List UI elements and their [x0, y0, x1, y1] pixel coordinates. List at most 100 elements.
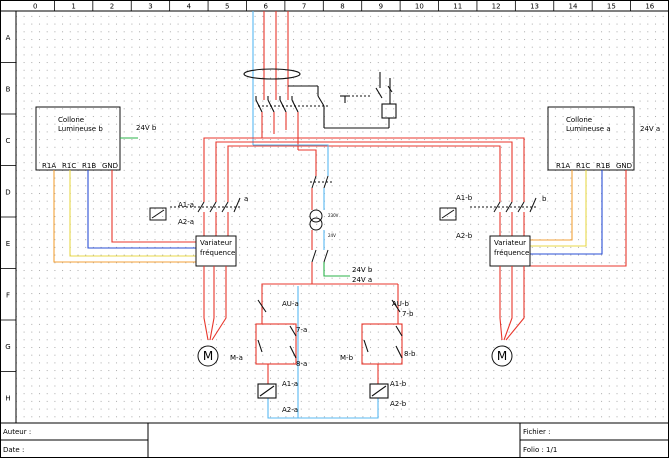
- row-labels: A B C D E F G H: [5, 34, 10, 403]
- column-label: 13: [530, 3, 539, 11]
- row-label: A: [6, 34, 11, 42]
- column-a-terminal: R1B: [596, 162, 610, 170]
- label-m-a: M-a: [230, 354, 243, 362]
- row-label: F: [6, 291, 10, 299]
- control-circuit-a: [255, 283, 312, 419]
- column-a-supply: 24V a: [640, 125, 660, 133]
- folio-label: Folio : 1/1: [523, 446, 557, 454]
- label-a2a-top: A2-a: [178, 218, 194, 226]
- label-au-b: AU-b: [392, 300, 409, 308]
- label-transformer-primary: 230V: [328, 213, 339, 218]
- row-label: E: [6, 240, 10, 248]
- motor-a-symbol: M: [203, 349, 213, 363]
- vfd-a: [195, 235, 237, 267]
- label-8b: 8-b: [404, 350, 416, 358]
- label-m-b: M-b: [340, 354, 354, 362]
- title-block-text: Auteur : Date : Fichier : Folio : 1/1: [3, 428, 557, 454]
- column-label: 5: [225, 3, 229, 11]
- file-label: Fichier :: [523, 428, 550, 436]
- column-b-supply: 24V b: [136, 124, 157, 132]
- motor-b-wiring: [499, 266, 525, 341]
- transformer: [309, 175, 332, 263]
- column-label: 6: [263, 3, 268, 11]
- column-label: 2: [110, 3, 114, 11]
- label-a1b-top: A1-b: [456, 194, 473, 202]
- column-b-line1: Collone: [58, 116, 84, 124]
- column-a-terminal: R1A: [556, 162, 570, 170]
- column-b-line2: Lumineuse b: [58, 125, 103, 133]
- label-7b: 7-b: [402, 310, 414, 318]
- column-label: 12: [492, 3, 501, 11]
- row-label: D: [5, 188, 10, 196]
- column-label: 7: [302, 3, 306, 11]
- column-dividers: [54, 0, 631, 11]
- row-dividers: [0, 62, 16, 372]
- label-24v-b: 24V b: [352, 266, 373, 274]
- label-a1a-top: A1-a: [178, 201, 194, 209]
- column-label: 4: [187, 3, 192, 11]
- motor-b: [491, 345, 513, 367]
- column-label: 11: [453, 3, 462, 11]
- label-contact-a: a: [244, 195, 248, 203]
- column-b-terminal: GND: [102, 162, 118, 170]
- row-label: C: [6, 137, 11, 145]
- vfd-a-line1: Variateur: [200, 239, 232, 247]
- vfd-b-line2: fréquence: [494, 249, 529, 257]
- label-au-a: AU-a: [282, 300, 299, 308]
- column-a-line2: Lumineuse a: [566, 125, 611, 133]
- label-a2b-top: A2-b: [456, 232, 473, 240]
- row-label: G: [5, 343, 10, 351]
- column-label: 16: [645, 3, 654, 11]
- motor-a-wiring: [203, 266, 227, 341]
- column-light-b: [35, 106, 138, 171]
- column-label: 15: [607, 3, 616, 11]
- column-label: 14: [569, 3, 578, 11]
- row-label: B: [6, 85, 11, 93]
- motor-b-symbol: M: [497, 349, 507, 363]
- column-a-terminal: GND: [616, 162, 632, 170]
- author-label: Auteur :: [3, 428, 31, 436]
- neutral-bus: [253, 144, 329, 176]
- column-light-a-wires: [530, 170, 627, 267]
- column-label: 1: [71, 3, 75, 11]
- contactor-a-to-vfd: [203, 212, 229, 236]
- label-a1a-bottom: A1-a: [282, 380, 298, 388]
- column-label: 8: [340, 3, 344, 11]
- motor-a: [197, 345, 219, 367]
- vfd-b-line1: Variateur: [494, 239, 526, 247]
- column-label: 3: [148, 3, 152, 11]
- label-transformer-secondary: 24V: [328, 233, 336, 238]
- contactor-a: [149, 197, 242, 221]
- label-8a: 8-a: [296, 360, 307, 368]
- label-a2a-bottom: A2-a: [282, 406, 298, 414]
- contactor-b: [439, 197, 538, 221]
- column-label: 10: [415, 3, 424, 11]
- label-a2b-bottom: A2-b: [390, 400, 407, 408]
- labels: Collone Lumineuse b R1A R1C R1B GND 24V …: [42, 116, 660, 414]
- label-7a: 7-a: [296, 326, 307, 334]
- column-a-line1: Collone: [566, 116, 592, 124]
- column-b-terminal: R1A: [42, 162, 56, 170]
- column-light-a: [547, 106, 635, 171]
- distribution-bus: [203, 126, 525, 202]
- label-contact-b: b: [542, 195, 547, 203]
- dot-grid: [16, 11, 669, 423]
- column-label: 0: [33, 3, 37, 11]
- control-circuit-b: [298, 284, 403, 419]
- date-label: Date :: [3, 446, 24, 454]
- row-label: H: [5, 394, 10, 402]
- column-b-terminal: R1B: [82, 162, 96, 170]
- vfd-a-line2: fréquence: [200, 249, 235, 257]
- column-b-terminal: R1C: [62, 162, 76, 170]
- label-24v-a: 24V a: [352, 276, 372, 284]
- column-light-b-wires: [53, 170, 196, 263]
- title-block: [0, 422, 669, 458]
- main-supply: [243, 11, 397, 145]
- column-a-terminal: R1C: [576, 162, 590, 170]
- vfd-b: [489, 235, 531, 267]
- label-a1b-bottom: A1-b: [390, 380, 407, 388]
- column-label: 9: [379, 3, 383, 11]
